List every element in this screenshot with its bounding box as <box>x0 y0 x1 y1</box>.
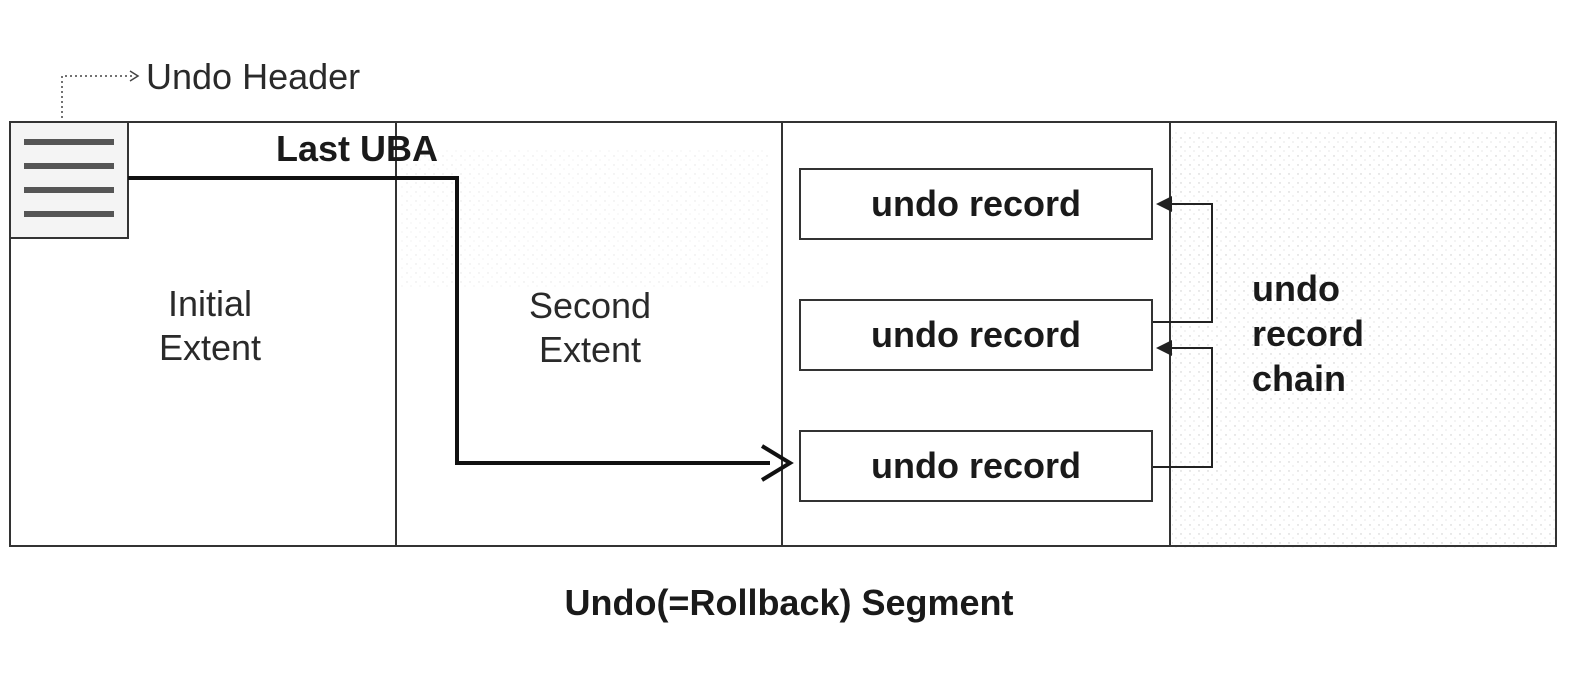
initial-extent-line-1: Initial <box>167 283 253 324</box>
chain-label-line-3: chain <box>1252 358 1347 399</box>
dotted-texture-chain <box>1172 130 1556 548</box>
undo-record-label-1: undo record <box>870 183 1081 224</box>
second-extent-label: Second Extent <box>505 284 675 372</box>
chain-link-2-to-1 <box>1153 203 1213 323</box>
chain-link-3-to-2 <box>1153 347 1213 468</box>
dotted-texture-second <box>400 150 770 290</box>
chain-label-line-1: undo <box>1252 268 1340 309</box>
undo-header-label: Undo Header <box>146 56 361 97</box>
undo-record-box-1 <box>799 168 1153 240</box>
last-uba-pointer <box>128 176 770 465</box>
undo-header-block <box>9 121 129 239</box>
initial-extent-line-2: Extent <box>158 327 262 368</box>
undo-record-chain-label: undo record chain <box>1252 266 1364 401</box>
segment-title: Undo(=Rollback) Segment <box>564 582 1014 623</box>
chain-label-line-2: record <box>1252 313 1365 354</box>
chain-arrowhead-1 <box>1156 196 1172 212</box>
undo-record-box-2 <box>799 299 1153 371</box>
last-uba-label: Last UBA <box>276 128 439 169</box>
undo-record-label-2: undo record <box>870 314 1081 355</box>
chain-arrowhead-2 <box>1156 340 1172 356</box>
header-callout-line <box>61 75 134 118</box>
last-uba-arrowhead <box>760 444 794 482</box>
initial-extent-label: Initial Extent <box>130 282 290 370</box>
undo-record-label-3: undo record <box>870 445 1081 486</box>
second-extent-line-1: Second <box>528 285 652 326</box>
header-callout-arrowhead <box>129 70 140 82</box>
second-extent-line-2: Extent <box>538 329 642 370</box>
undo-record-box-3 <box>799 430 1153 502</box>
